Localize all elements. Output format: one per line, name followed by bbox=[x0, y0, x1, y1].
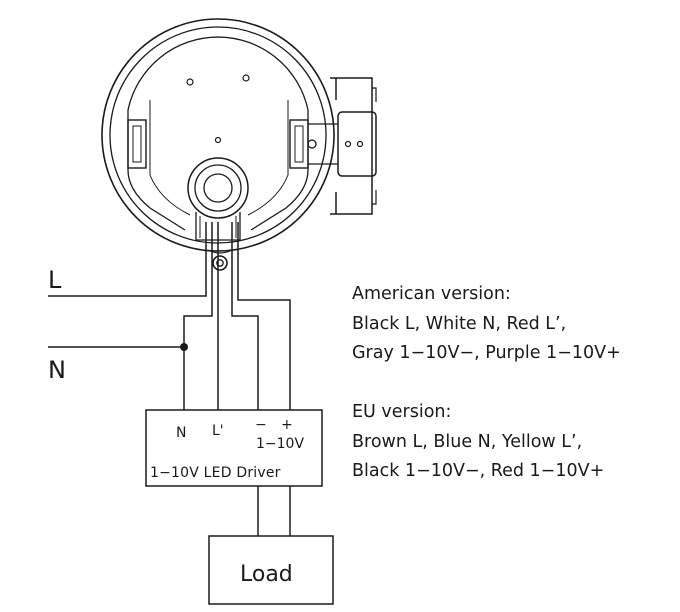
wire-neutral-driver bbox=[183, 222, 213, 410]
wires bbox=[48, 222, 291, 536]
eu-line-2: Black 1−10V−, Red 1−10V+ bbox=[352, 461, 605, 481]
american-line-1: Black L, White N, Red L’, bbox=[352, 313, 567, 334]
eu-title: EU version: bbox=[352, 402, 452, 422]
load-box bbox=[208, 535, 334, 605]
live-label: L bbox=[48, 266, 62, 294]
notes-spacer bbox=[352, 369, 621, 399]
neutral-label: N bbox=[48, 356, 66, 384]
wire-dim-minus bbox=[231, 222, 259, 410]
driver-terminal-minus: − bbox=[255, 417, 267, 433]
american-title: American version: bbox=[352, 284, 511, 304]
mounting-bracket bbox=[307, 77, 377, 215]
driver-name: 1−10V LED Driver bbox=[150, 465, 281, 481]
wire-live bbox=[48, 222, 207, 297]
driver-box bbox=[145, 409, 323, 487]
load-label: Load bbox=[240, 562, 293, 587]
wiring-notes: American version: Black L, White N, Red … bbox=[352, 280, 621, 487]
american-line-2: Gray 1−10V−, Purple 1−10V+ bbox=[352, 343, 621, 363]
driver-terminal-n: N bbox=[176, 425, 187, 441]
eu-line-1: Brown L, Blue N, Yellow L’, bbox=[352, 431, 583, 452]
driver-terminal-plus: + bbox=[281, 417, 293, 433]
wire-dim-plus bbox=[237, 222, 291, 410]
driver-terminal-range: 1−10V bbox=[256, 436, 305, 452]
neutral-junction-dot bbox=[180, 343, 188, 351]
driver-terminal-lprime: L' bbox=[212, 423, 224, 439]
